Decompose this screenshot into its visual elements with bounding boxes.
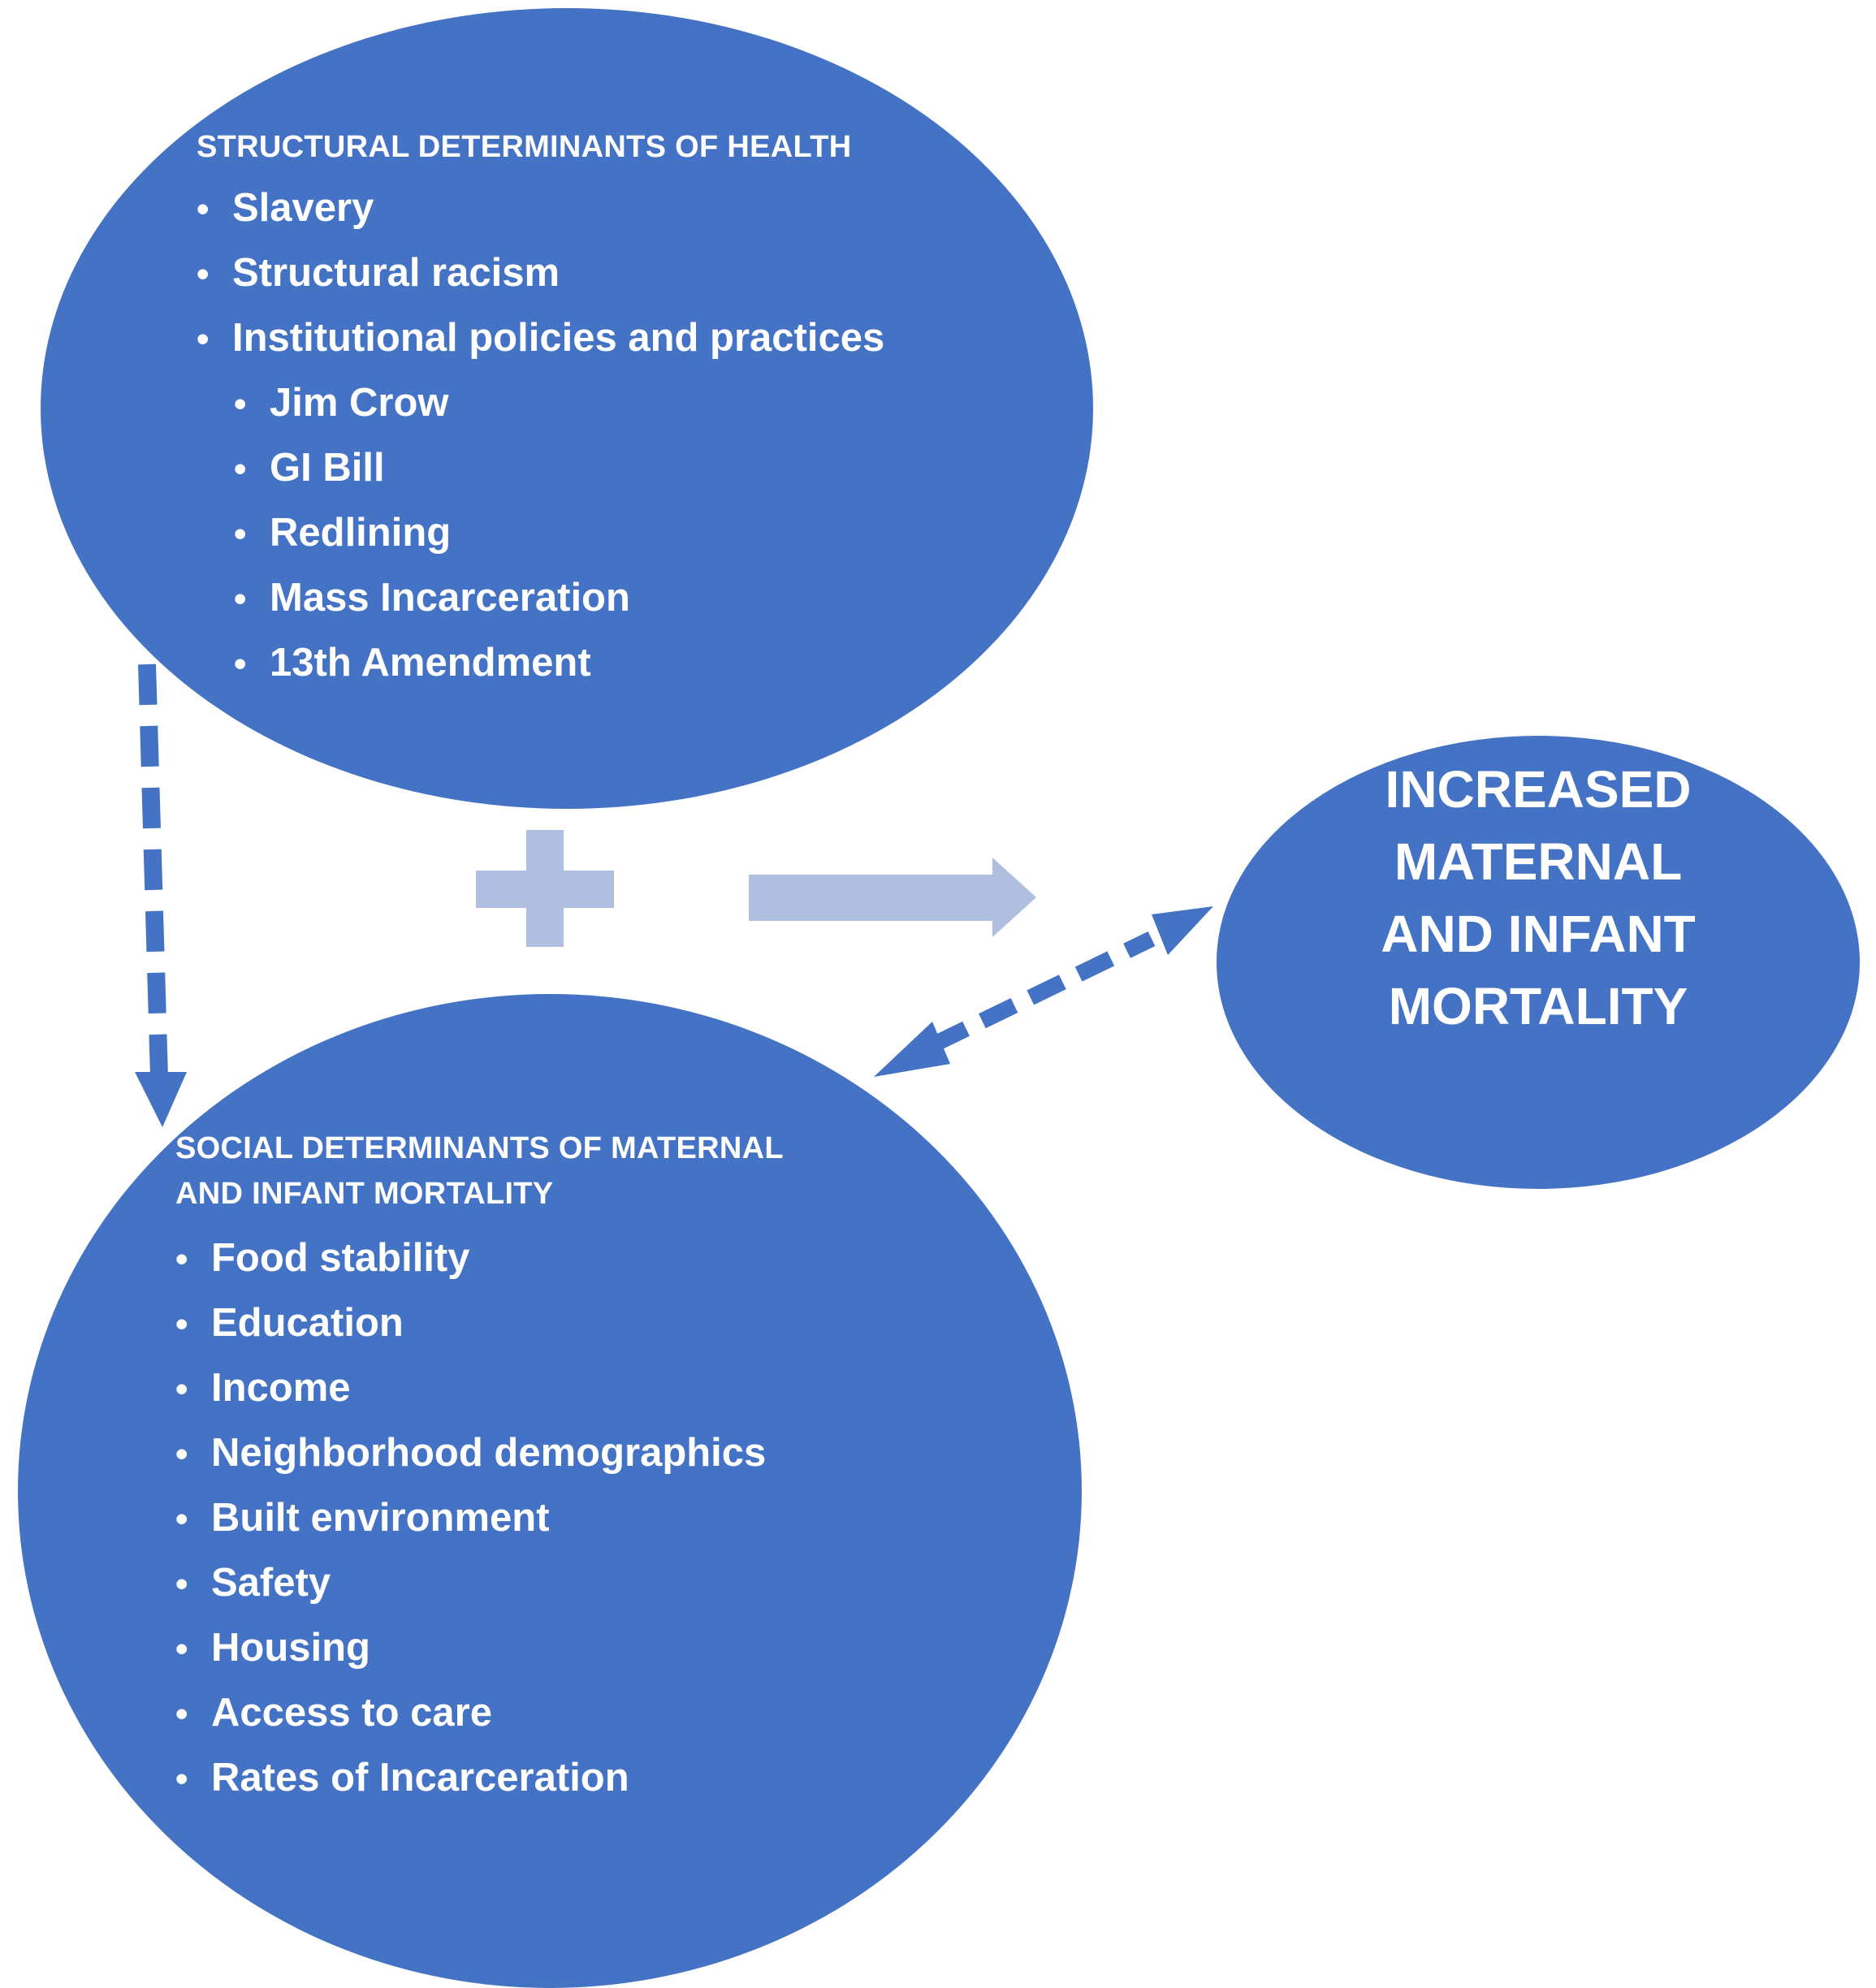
bullet-icon: • [175,1759,188,1799]
structural-determinants-ellipse [41,8,1093,809]
bullet-icon: • [234,644,247,684]
social-determinants-ellipse [18,994,1082,1988]
list-subitem: •Jim Crow [197,371,884,436]
list-item: •Structural racism [197,241,884,306]
list-subitem: •13th Amendment [197,631,884,696]
list-item: •Safety [175,1551,906,1616]
list-item: •Education [175,1291,906,1356]
structural-heading: STRUCTURAL DETERMINANTS OF HEALTH [197,130,852,164]
bullet-icon: • [234,579,247,619]
list-item: •Income [175,1356,906,1421]
bullet-icon: • [175,1304,188,1344]
list-item: •Built environment [175,1486,906,1551]
list-subitem: •Redlining [197,501,884,566]
list-subitem: •GI Bill [197,436,884,501]
bullet-icon: • [175,1629,188,1669]
list-item: •Slavery [197,176,884,241]
bullet-icon: • [234,514,247,554]
bullet-icon: • [197,254,210,294]
list-item: •Institutional policies and practices [197,306,884,371]
bullet-icon: • [197,189,210,229]
bullet-icon: • [175,1434,188,1474]
bullet-icon: • [175,1499,188,1539]
bullet-icon: • [175,1694,188,1734]
structural-determinants-text: STRUCTURAL DETERMINANTS OF HEALTH •Slave… [197,124,884,696]
bullet-icon: • [175,1239,188,1279]
list-item: •Housing [175,1616,906,1681]
outcome-title: INCREASED MATERNAL AND INFANT MORTALITY [1381,760,1696,1035]
social-heading: SOCIAL DETERMINANTS OF MATERNAL AND INFA… [175,1131,784,1211]
bullet-icon: • [197,319,210,359]
social-list: •Food stability •Education •Income •Neig… [175,1226,906,1811]
right-arrow-icon [749,858,1036,937]
bullet-icon: • [234,449,247,489]
bullet-icon: • [175,1564,188,1604]
dashed-double-arrow [874,906,1213,1077]
list-subitem: •Mass Incarceration [197,566,884,631]
social-determinants-text: SOCIAL DETERMINANTS OF MATERNAL AND INFA… [175,1126,906,1811]
list-item: •Access to care [175,1681,906,1746]
bullet-icon: • [234,384,247,424]
bullet-icon: • [175,1369,188,1409]
list-item: •Neighborhood demographics [175,1421,906,1486]
list-item: •Food stability [175,1226,906,1291]
dashed-down-arrow [135,663,187,1127]
plus-icon [476,830,614,947]
list-item: •Rates of Incarceration [175,1746,906,1811]
outcome-ellipse [1217,736,1860,1189]
structural-list: •Slavery •Structural racism •Institution… [197,176,884,696]
